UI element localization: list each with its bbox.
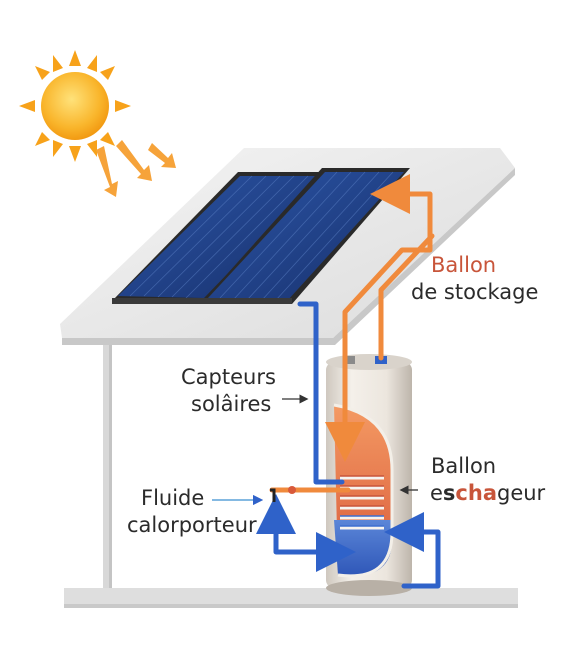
exchanger-part-d: geur <box>497 481 546 505</box>
sun-ray-arrow-icon <box>96 140 176 197</box>
hot-pipe <box>269 191 435 493</box>
solar-collectors <box>112 168 410 304</box>
exchanger-part-b: s <box>442 481 456 505</box>
exchanger-label: Ballon eschageur <box>430 453 545 507</box>
storage-label-line1: Ballon <box>431 253 497 277</box>
fluid-label-line1: Fluide <box>141 486 205 510</box>
collectors-label: Capteurs solâires <box>181 364 276 418</box>
pipe-junction <box>288 486 296 494</box>
fluid-label-line2: calorporteur <box>127 513 257 537</box>
storage-label-line2: de stockage <box>411 280 539 304</box>
sun-icon <box>19 50 131 162</box>
fluid-label: Fluide calorporteur <box>127 485 257 539</box>
collectors-label-line2: solâires <box>191 392 272 416</box>
storage-tank <box>326 354 412 596</box>
exchanger-label-line1: Ballon <box>431 454 497 478</box>
exchanger-label-line2: eschageur <box>430 480 545 507</box>
collectors-label-line1: Capteurs <box>181 365 276 389</box>
exchanger-part-a: e <box>430 481 443 505</box>
storage-tank-label: Ballon de stockage <box>411 252 538 306</box>
fluid-fitting <box>270 488 276 502</box>
exchanger-part-c: cha <box>455 481 497 505</box>
